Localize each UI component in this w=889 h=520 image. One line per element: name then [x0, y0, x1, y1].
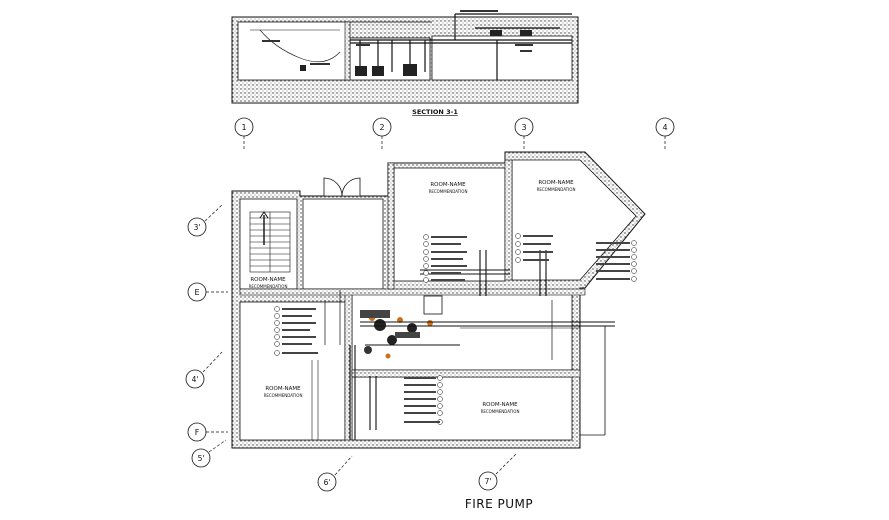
section-title: SECTION 3-1 [412, 108, 458, 116]
grid-row-F-label: F [195, 428, 200, 437]
room-lower-mid [351, 376, 573, 441]
grid-bottom-6prime: 6' [317, 455, 353, 492]
floor-plan: ROOM-NAME RECOMMENDATION ROOM-NAME RECOM… [231, 151, 646, 449]
grid-column-1: 1 [234, 117, 254, 150]
room-label-left: ROOM-NAME RECOMMENDATION [264, 386, 303, 398]
stair-room [239, 198, 298, 290]
grid-row-4prime-label: 4' [192, 375, 199, 384]
grid-row-E: E [187, 282, 228, 302]
entry-doors [323, 177, 361, 197]
room-code-label: RECOMMENDATION [429, 189, 468, 194]
grid-row-4prime: 4' [185, 351, 223, 389]
pipe-callouts [274, 233, 637, 425]
room-label-lower-mid: ROOM-NAME RECOMMENDATION [481, 402, 520, 414]
grid-row-5prime-label: 5' [198, 454, 205, 463]
room-name-label: ROOM-NAME [482, 402, 518, 408]
room-code-label: RECOMMENDATION [264, 393, 303, 398]
grid-column-3: 3 [514, 117, 534, 150]
fire-piping [311, 250, 615, 440]
room-label-stair: ROOM-NAME RECOMMENDATION [249, 277, 288, 289]
grid-column-2-label: 2 [379, 123, 384, 132]
grid-bottom-7prime-label: 7' [485, 477, 492, 486]
grid-column-1-label: 1 [241, 123, 246, 132]
room-code-label: RECOMMENDATION [249, 284, 288, 289]
grid-column-4: 4 [655, 117, 675, 150]
grid-column-3-label: 3 [521, 123, 526, 132]
room-label-upper-mid: ROOM-NAME RECOMMENDATION [429, 182, 468, 194]
room-upper-right [511, 159, 637, 281]
room-name-label: ROOM-NAME [265, 386, 301, 392]
room-name-label: ROOM-NAME [430, 182, 466, 188]
grid-column-2: 2 [372, 117, 392, 150]
room-left [239, 301, 346, 441]
section-labels [262, 10, 533, 65]
callout-text-lines [282, 235, 630, 423]
section-left-room [237, 21, 349, 81]
grid-row-F: F [187, 422, 228, 442]
room-name-label: ROOM-NAME [250, 277, 286, 283]
corridor-room [302, 198, 384, 290]
section-piping [250, 13, 572, 80]
room-code-label: RECOMMENDATION [537, 187, 576, 192]
room-code-label: RECOMMENDATION [481, 409, 520, 414]
grid-row-3prime-label: 3' [194, 223, 201, 232]
pump-room [351, 289, 573, 371]
stairs [249, 211, 291, 273]
room-name-label: ROOM-NAME [538, 180, 574, 186]
grid-bottom-6prime-label: 6' [324, 478, 331, 487]
section-view: SECTION 3-1 [231, 10, 579, 116]
grid-row-3prime: 3' [187, 204, 223, 237]
room-label-upper-right: ROOM-NAME RECOMMENDATION [537, 180, 576, 192]
section-equipment [300, 30, 532, 76]
grid-column-4-label: 4 [662, 123, 667, 132]
drawing-title: FIRE PUMP [465, 497, 533, 511]
grid-bottom-7prime: 7' [478, 453, 517, 491]
grid-row-E-label: E [194, 288, 199, 297]
grid-row-5prime: 5' [191, 439, 227, 468]
